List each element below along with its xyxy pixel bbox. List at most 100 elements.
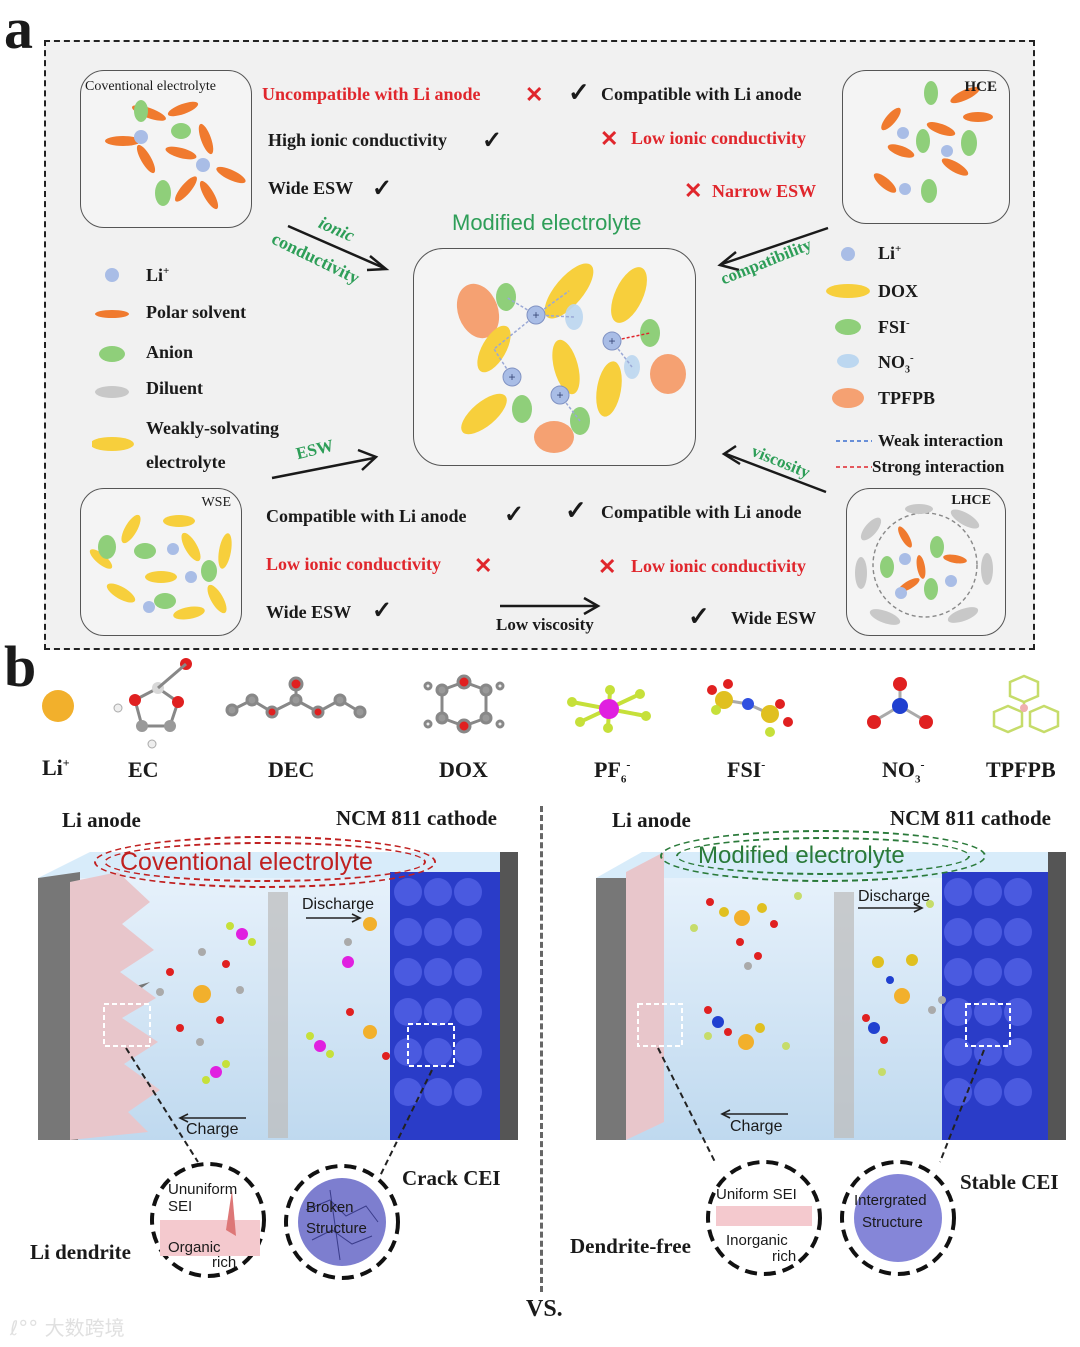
organic-label: Organic <box>168 1239 221 1256</box>
structure-label: Structure <box>306 1220 367 1237</box>
check-mark: ✓ <box>565 496 587 525</box>
right-electrolyte-title: Modified electrolyte <box>698 842 905 869</box>
sei-label: SEI <box>168 1198 193 1215</box>
label-fsi-sup: - <box>761 757 766 772</box>
right-title-ellipse-inner <box>676 837 970 875</box>
wse-con-1: Low ionic conductivity <box>266 554 442 574</box>
li-ion-icon <box>42 690 74 722</box>
check-mark: ✓ <box>482 128 503 154</box>
dec-molecule-icon <box>225 676 367 719</box>
panel-b-label: b <box>4 634 37 699</box>
watermark-text: 大数跨境 <box>44 1316 125 1340</box>
lhce-con-1: Low ionic conductivity <box>631 556 807 576</box>
legend-li: Li+ <box>146 265 169 286</box>
legend-fsi: FSI- <box>878 317 910 338</box>
left-li-anode-label: Li anode <box>62 808 141 832</box>
lhce-illustration <box>855 504 993 625</box>
label-pf6-sup: - <box>626 757 631 772</box>
tpfpb-molecule-icon <box>992 674 1060 734</box>
label-pf6-text: PF <box>594 757 621 782</box>
label-fsi-text: FSI <box>727 757 762 782</box>
modified-electrolyte-box: + + + + <box>413 248 696 466</box>
vs-divider <box>540 806 543 1292</box>
legend-li-right-text: Li <box>878 243 896 263</box>
left-electrolyte-title: Coventional electrolyte <box>120 848 373 876</box>
lhce-pro-2: Wide ESW <box>731 608 817 628</box>
label-li-text: Li <box>42 755 63 780</box>
legend-fsi-sup: - <box>906 317 910 329</box>
left-discharge-label: Discharge <box>302 896 375 913</box>
right-callout-lines <box>657 1047 985 1276</box>
label-no3-sub: 3 <box>915 773 921 786</box>
check-mark: ✓ <box>568 78 590 107</box>
legend-li-text: Li <box>146 265 164 285</box>
label-no3-sup: - <box>920 757 925 772</box>
legend-anion: Anion <box>146 342 194 362</box>
broken-label: Broken <box>306 1199 354 1216</box>
legend-li-right: Li+ <box>878 243 901 264</box>
label-fsi: FSI- <box>727 757 765 783</box>
structure-label-right: Structure <box>862 1214 923 1231</box>
li-dendrite-label: Li dendrite <box>30 1240 131 1264</box>
left-battery-cell <box>38 852 518 1140</box>
uniform-sei-label: Uniform SEI <box>716 1186 797 1203</box>
cross-mark: ✕ <box>598 554 617 579</box>
viscosity-arrow <box>721 444 827 494</box>
lhce-box: LHCE <box>846 488 1006 636</box>
vs-label: VS. <box>526 1296 563 1322</box>
left-title-ellipse-outer <box>94 836 436 888</box>
cross-mark: ✕ <box>474 553 493 578</box>
dendrite-free-label: Dendrite-free <box>570 1234 691 1258</box>
legend-no3-sub: 3 <box>905 364 910 376</box>
lhce-box-title: LHCE <box>951 493 991 508</box>
label-no3: NO3- <box>882 757 925 785</box>
conventional-electrolyte-box: Coventional electrolyte <box>80 70 252 228</box>
rich-label: rich <box>212 1254 237 1271</box>
legend-strong-interaction: Strong interaction <box>872 457 1005 476</box>
label-ec: EC <box>128 757 159 782</box>
pf6-molecule-icon <box>567 685 651 733</box>
right-cathode-label: NCM 811 cathode <box>890 806 1051 830</box>
svg-text:+: + <box>532 308 539 322</box>
cross-mark: ✕ <box>600 126 619 151</box>
svg-text:+: + <box>508 370 515 384</box>
svg-text:+: + <box>608 334 615 348</box>
right-legend-swatches <box>826 247 870 408</box>
label-pf6-sub: 6 <box>620 773 627 786</box>
hce-illustration <box>873 81 993 203</box>
label-pf6: PF6- <box>594 757 630 785</box>
wse-box-title: WSE <box>201 495 231 510</box>
right-discharge-label: Discharge <box>858 888 931 905</box>
modified-electrolyte-title: Modified electrolyte <box>452 210 642 235</box>
hce-pro-1: Compatible with Li anode <box>601 84 802 104</box>
intergrated-label: Intergrated <box>854 1192 927 1209</box>
label-li-sup: + <box>62 755 70 770</box>
low-viscosity-arrow <box>500 596 601 616</box>
legend-no3: NO3- <box>878 352 914 376</box>
cross-mark: ✕ <box>684 178 703 203</box>
legend-weak-interaction: Weak interaction <box>878 431 1004 450</box>
compatibility-arrow <box>717 226 829 272</box>
hce-con-2: Narrow ESW <box>712 181 817 201</box>
left-charge-label: Charge <box>186 1121 239 1138</box>
hce-box-title: HCE <box>964 79 997 95</box>
left-callout-lines <box>125 1047 433 1280</box>
right-charge-label: Charge <box>730 1118 783 1135</box>
inorganic-label: Inorganic <box>726 1232 788 1249</box>
legend-weakly-solvating: Weakly-solvating <box>146 418 280 438</box>
esw-arrow <box>271 448 379 480</box>
legend-no3-text: NO <box>878 352 905 372</box>
left-title-ellipse-inner <box>104 842 426 882</box>
legend-dox: DOX <box>878 281 918 301</box>
ec-molecule-icon <box>113 658 192 749</box>
legend-electrolyte: electrolyte <box>146 452 226 472</box>
dox-molecule-icon <box>423 674 505 734</box>
svg-text:+: + <box>556 388 563 402</box>
check-mark: ✓ <box>372 598 393 624</box>
fsi-molecule-icon <box>707 679 793 737</box>
legend-tpfpb: TPFPB <box>878 388 935 408</box>
hce-box: HCE <box>842 70 1010 224</box>
wse-pro-2: Wide ESW <box>266 602 352 622</box>
lhce-pro-1: Compatible with Li anode <box>601 502 802 522</box>
low-viscosity-label: Low viscosity <box>496 615 594 634</box>
